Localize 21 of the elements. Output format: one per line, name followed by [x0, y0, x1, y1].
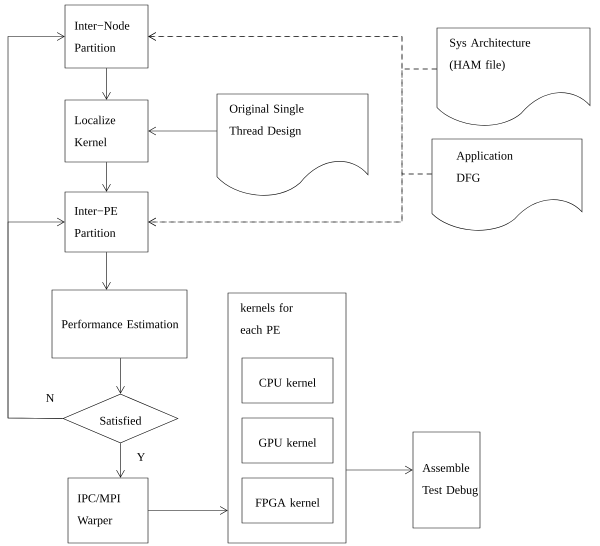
process-box: Localize Kernel	[64, 100, 148, 162]
process-box: Inter−PE Partition	[64, 192, 148, 252]
arrow	[148, 126, 217, 136]
arrow	[148, 174, 432, 226]
arrow	[102, 162, 111, 192]
arrow	[346, 466, 413, 474]
process-box: IPC/MPI Warper	[68, 478, 148, 544]
arrow	[8, 218, 65, 419]
arrow	[116, 443, 125, 478]
arrow	[102, 252, 111, 290]
process-box: Assemble Test Debug	[412, 432, 480, 528]
process-box: Performance Estimation	[52, 290, 188, 358]
arrow	[102, 68, 111, 100]
process-box: CPU kernel	[242, 358, 334, 404]
edge-label: N	[44, 393, 56, 403]
process-box: GPU kernel	[242, 418, 334, 464]
arrow	[148, 506, 228, 515]
process-box: FPGA kernel	[242, 478, 334, 524]
arrow	[116, 358, 125, 394]
process-box: Inter−Node Partition	[64, 4, 148, 68]
edge-label: Y	[136, 452, 146, 462]
